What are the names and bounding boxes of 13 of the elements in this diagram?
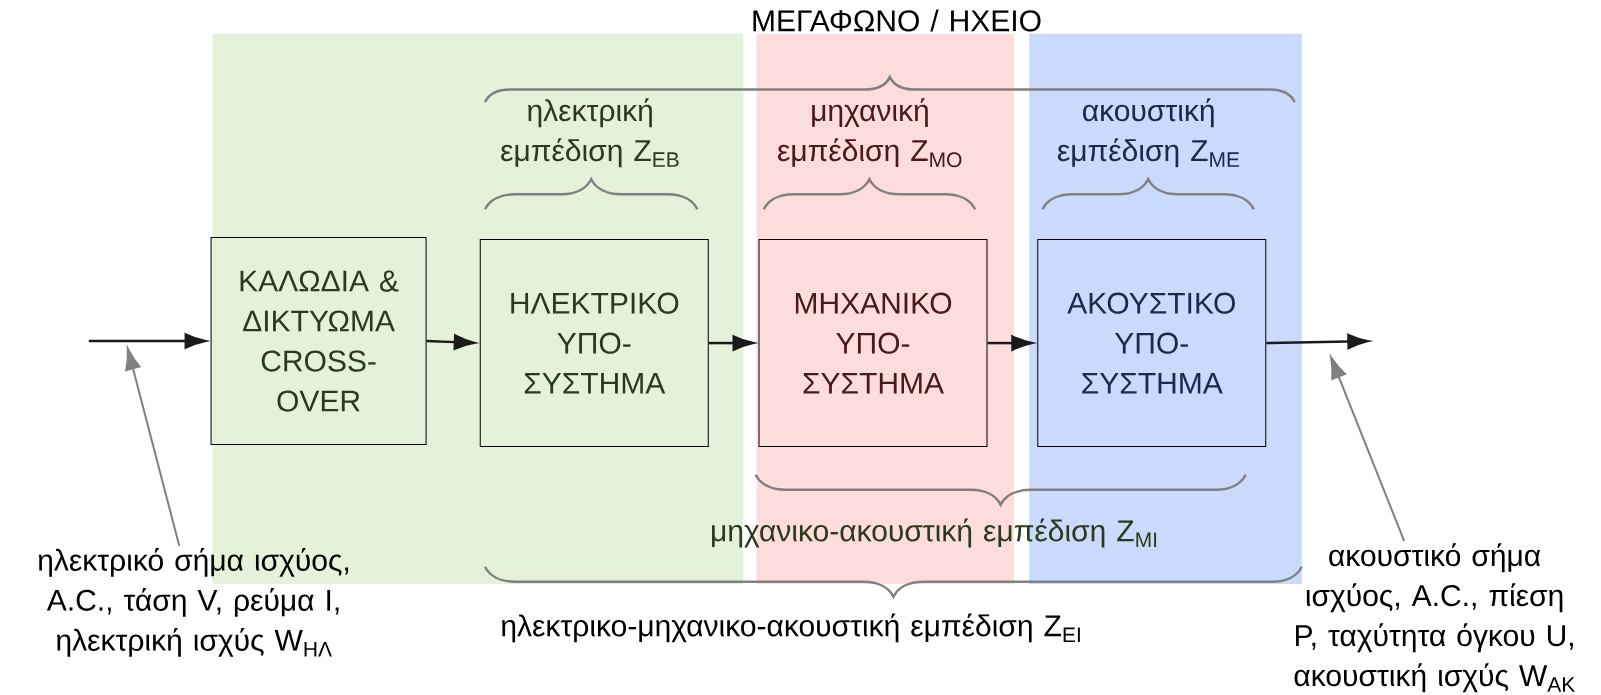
brace-label: ηλεκτρικο-μηχανικο-ακουστική εμπέδιση Z$_{ΕΙ}$ <box>501 613 1080 643</box>
leader-line <box>125 347 181 547</box>
subsystem-box: ΗΛΕΚΤΡΙΚΟ ΥΠΟ-ΣΥΣΤΗΜΑ <box>479 238 709 447</box>
subsystem-box: ΚΑΛΩΔΙΑ & ΔΙΚΤΥΩΜΑ CROSS-OVER <box>210 236 427 445</box>
brace-label: ΜΕΓΑΦΩΝΟ / ΗΧΕΙΟ <box>753 9 1041 32</box>
signal-label: ηλεκτρικό σήμα ισχύος, A.C., τάση V, ρεύμα I, ηλεκτρική ισχύς W$_{ΗΛ}$ <box>38 547 349 657</box>
brace-label: μηχανική εμπέδιση Z$_{ΜΟ}$ <box>778 98 962 168</box>
subsystem-box: ΜΗΧΑΝΙΚΟ ΥΠΟ-ΣΥΣΤΗΜΑ <box>758 238 988 447</box>
subsystem-box: ΑΚΟΥΣΤΙΚΟ ΥΠΟ-ΣΥΣΤΗΜΑ <box>1037 238 1267 447</box>
brace-label: ακουστική εμπέδιση Z$_{ΜΕ}$ <box>1057 98 1240 167</box>
brace-label: ηλεκτρική εμπέδιση Z$_{ΕΒ}$ <box>501 98 679 167</box>
brace-label: μηχανικο-ακουστική εμπέδιση Z$_{ΜΙ}$ <box>712 518 1157 548</box>
signal-label: ακουστικό σήμα ισχύος, A.C., πίεση P, ταχύτητα όγκου U, ακουστική ισχύς W$_{ΑΚ}$ <box>1294 543 1576 692</box>
